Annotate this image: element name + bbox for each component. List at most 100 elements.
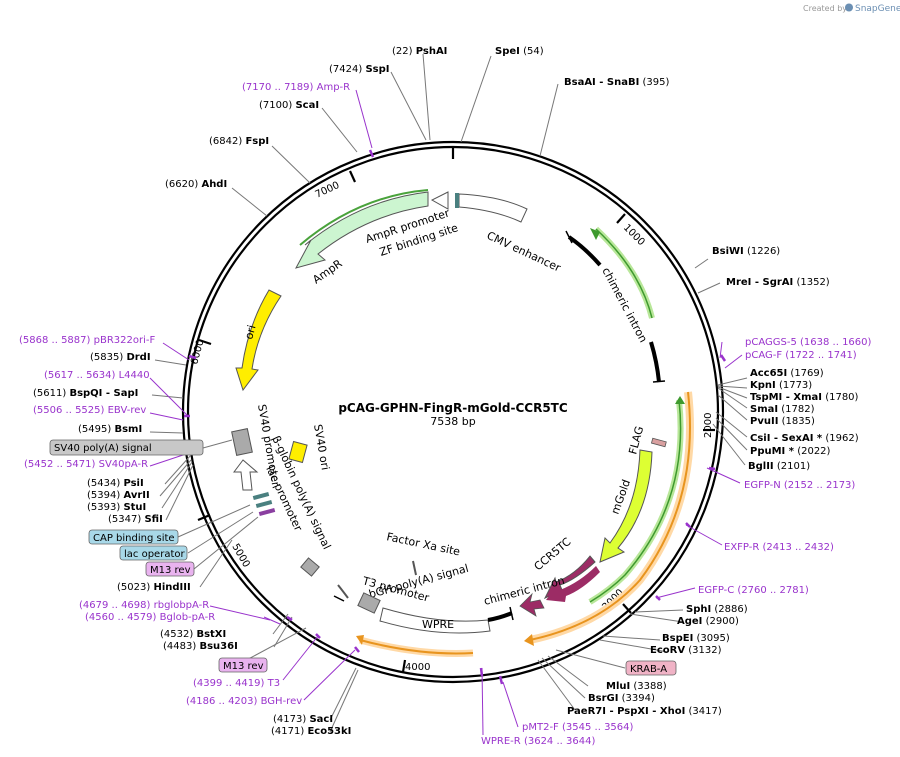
svg-text:pCAG-F (1722 .. 1741): pCAG-F (1722 .. 1741)	[745, 350, 857, 361]
lac-operator-boxed-label[interactable]	[119, 545, 188, 561]
svg-text:BsrGI (3394): BsrGI (3394)	[588, 693, 655, 704]
svg-text:(5835) DrdI: (5835) DrdI	[90, 352, 151, 363]
svg-text:(5393) StuI: (5393) StuI	[87, 502, 146, 513]
ampr-feature[interactable]	[295, 191, 429, 269]
boxed-labels: SV40 poly(A) signal CAP binding site lac…	[49, 439, 677, 676]
t3-promoter-box[interactable]	[357, 592, 381, 614]
svg-text:(5617 .. 5634) L4440: (5617 .. 5634) L4440	[44, 370, 150, 381]
krab-a-boxed-label[interactable]	[625, 660, 677, 676]
tick-label-4000: 4000	[405, 662, 430, 673]
cmv-enhancer-label: CMV enhancer	[485, 229, 563, 275]
svg-text:(22) PshAI: (22) PshAI	[392, 46, 447, 57]
lower-orange-orf[interactable]	[359, 639, 474, 655]
svg-text:EGFP-C (2760 .. 2781): EGFP-C (2760 .. 2781)	[698, 585, 809, 596]
svg-text:(7100) ScaI: (7100) ScaI	[259, 100, 319, 111]
svg-text:(4483) Bsu36I: (4483) Bsu36I	[163, 641, 238, 652]
svg-text:(5394) AvrII: (5394) AvrII	[87, 490, 150, 501]
sv40-promoter-arrow[interactable]	[233, 459, 259, 491]
created-by-text: Created by	[803, 4, 847, 13]
svg-text:PpuMI * (2022): PpuMI * (2022)	[750, 446, 831, 457]
svg-text:(4399 .. 4419) T3: (4399 .. 4419) T3	[193, 678, 280, 689]
ccr5tc-label: CCR5TC	[532, 535, 574, 573]
svg-text:CAP binding site: CAP binding site	[93, 533, 175, 544]
svg-text:KRAB-A: KRAB-A	[630, 664, 667, 675]
svg-text:M13 rev: M13 rev	[223, 661, 264, 672]
gphn-fingr-orf[interactable]	[529, 391, 691, 641]
chimeric-intron-1-label: chimeric intron	[599, 265, 649, 344]
flag-feature[interactable]	[650, 437, 667, 448]
svg-text:(5452 .. 5471) SV40pA-R: (5452 .. 5471) SV40pA-R	[24, 459, 148, 470]
svg-text:(5023) HindIII: (5023) HindIII	[117, 582, 191, 593]
svg-text:SphI (2886): SphI (2886)	[686, 604, 748, 615]
ori-label: ori	[242, 324, 258, 341]
chimeric-intron-2-feature[interactable]	[519, 592, 545, 617]
tick-label-2000: 2000	[703, 413, 714, 438]
svg-text:AgeI (2900): AgeI (2900)	[677, 616, 739, 627]
svg-text:(4171) Eco53kI: (4171) Eco53kI	[271, 726, 351, 737]
zf-binding-site-mark	[455, 193, 459, 208]
cmv-enhancer-feature[interactable]	[458, 193, 528, 223]
svg-text:(4560 .. 4579) Bglob-pA-R: (4560 .. 4579) Bglob-pA-R	[85, 612, 215, 623]
svg-text:(6620) AhdI: (6620) AhdI	[165, 179, 227, 190]
wpre-feature[interactable]	[379, 607, 491, 634]
chimeric-intron-1-arrowhead	[590, 228, 600, 240]
svg-text:BglII (2101): BglII (2101)	[748, 461, 810, 472]
wpre-label: WPRE	[422, 618, 454, 631]
svg-text:(5495) BsmI: (5495) BsmI	[78, 424, 142, 435]
svg-text:(7170 .. 7189) Amp-R: (7170 .. 7189) Amp-R	[242, 82, 350, 93]
svg-text:KpnI (1773): KpnI (1773)	[750, 380, 812, 391]
sv40-polya-box[interactable]	[231, 428, 253, 456]
m13-rev-boxed-label-2[interactable]	[218, 657, 268, 673]
ccr5tc-feature-body	[546, 566, 600, 602]
svg-text:MreI - SgrAI (1352): MreI - SgrAI (1352)	[726, 277, 830, 288]
plasmid-length: 7538 bp	[430, 415, 475, 428]
ori-feature[interactable]	[235, 289, 282, 392]
svg-text:Acc65I (1769): Acc65I (1769)	[750, 368, 824, 379]
cag-segment-2	[649, 341, 661, 383]
svg-text:(4173) SacI: (4173) SacI	[273, 714, 333, 725]
svg-text:EXFP-R (2413 .. 2432): EXFP-R (2413 .. 2432)	[724, 542, 834, 553]
svg-text:BspEI (3095): BspEI (3095)	[662, 633, 730, 644]
ampr-orf-line	[299, 189, 429, 246]
mgold-feature[interactable]	[599, 449, 653, 563]
svg-text:(5611) BspQI - SapI: (5611) BspQI - SapI	[33, 388, 138, 399]
snapgene-brand: SnapGene	[855, 4, 900, 14]
svg-text:SmaI (1782): SmaI (1782)	[750, 404, 815, 415]
sv40-polya-boxed-label[interactable]	[49, 439, 204, 456]
svg-text:PvuII (1835): PvuII (1835)	[750, 416, 815, 427]
tick-label-5000: 5000	[229, 542, 251, 570]
plasmid-title: pCAG-GPHN-FingR-mGold-CCR5TC	[338, 401, 568, 415]
cag-segment-1	[567, 235, 602, 267]
factor-xa-label: Factor Xa site	[385, 530, 461, 558]
m13-mark	[337, 584, 349, 599]
snapgene-logo-icon	[845, 3, 853, 12]
primer-lead-lines	[149, 89, 743, 736]
backbone-outer-strand	[181, 140, 725, 684]
svg-text:(5434) PsiI: (5434) PsiI	[87, 478, 144, 489]
svg-text:TspMI - XmaI (1780): TspMI - XmaI (1780)	[750, 392, 859, 403]
lac-operator-mark	[255, 499, 273, 509]
backbone-ticks	[197, 147, 715, 673]
bgh-segment	[487, 611, 513, 622]
cap-binding-site-boxed-label[interactable]	[88, 529, 179, 545]
gphn-fingr-arrowhead	[524, 634, 534, 646]
svg-text:BsaAI - SnaBI (395): BsaAI - SnaBI (395)	[564, 77, 669, 88]
ampr-promoter-arrow[interactable]	[430, 191, 449, 210]
sv40-ori-box[interactable]	[288, 440, 308, 464]
left-site-labels: (22) PshAI (7424) SspI (7170 .. 7189) Am…	[19, 46, 447, 737]
svg-text:(6842) FspI: (6842) FspI	[209, 136, 269, 147]
svg-text:(7424) SspI: (7424) SspI	[329, 64, 390, 75]
m13-rev-boxed-label-1[interactable]	[145, 561, 195, 577]
svg-text:SpeI (54): SpeI (54)	[495, 46, 544, 57]
svg-text:(5506 .. 5525) EBV-rev: (5506 .. 5525) EBV-rev	[33, 405, 146, 416]
factor-xa-mark	[412, 560, 417, 576]
svg-text:pMT2-F (3545 .. 3564): pMT2-F (3545 .. 3564)	[522, 722, 634, 733]
svg-text:SV40 poly(A) signal: SV40 poly(A) signal	[54, 443, 152, 454]
primer-marks	[184, 149, 727, 685]
egfp-orf[interactable]	[589, 399, 682, 603]
lac-promoter-box[interactable]	[300, 557, 320, 577]
right-site-labels: SpeI (54) BsaAI - SnaBI (395) BsiWI (122…	[481, 46, 872, 747]
svg-text:PaeR7I - PspXI - XhoI (3417): PaeR7I - PspXI - XhoI (3417)	[567, 706, 722, 717]
chimeric-intron-1-orf[interactable]	[595, 228, 653, 319]
sv40-ori-label: SV40 ori	[311, 423, 332, 471]
